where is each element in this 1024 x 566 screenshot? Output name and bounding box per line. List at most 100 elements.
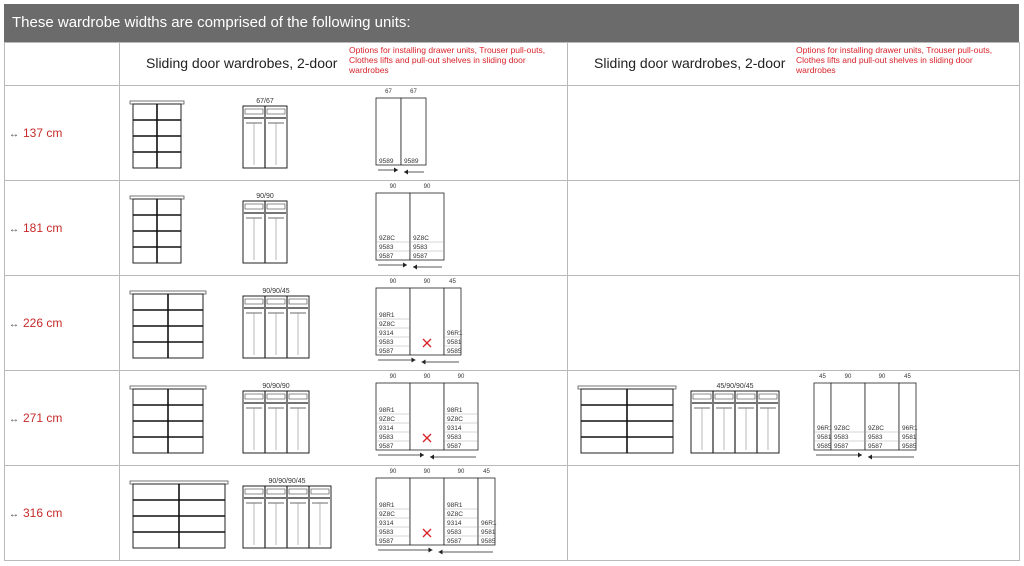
width-arrow-icon: ↔ (9, 319, 19, 330)
unit-box (409, 382, 445, 451)
unit-plan: 4596R195819585909Z8C95839587909Z8C958395… (813, 374, 918, 460)
unit-width-label: 90 (424, 469, 431, 475)
unit-code: 9Z8C (379, 511, 395, 518)
arrow-left-icon (868, 454, 872, 460)
unit-width-label: 45 (904, 374, 911, 380)
wardrobe-diagram (568, 276, 1019, 370)
unit-width-label: 90 (424, 184, 431, 190)
arrow-right-icon (403, 262, 407, 268)
left-column-title: Sliding door wardrobes, 2-door (146, 55, 338, 71)
unit-code: 9581 (447, 339, 462, 346)
width-arrow-icon: ↔ (9, 509, 19, 520)
unit-code: 9589 (379, 158, 394, 165)
unit-code: 9587 (868, 443, 883, 450)
width-arrow-icon: ↔ (9, 224, 19, 235)
arrow-left-icon (404, 169, 408, 175)
unit-width-label: 67 (410, 89, 417, 95)
wardrobe-diagram (568, 466, 1019, 560)
width-cell: ↔ 181 cm (4, 180, 120, 276)
width-cell: ↔316 cm (4, 465, 120, 561)
width-cell: ↔137 cm (4, 85, 120, 181)
unit-code: 9Z8C (379, 235, 395, 242)
wardrobe-front (129, 290, 207, 359)
unit-code: 9587 (379, 348, 394, 355)
unit-box (375, 192, 411, 261)
unit-code: 9314 (379, 520, 394, 527)
wardrobe-interior: 90/90 (242, 193, 288, 264)
unit-code: 9581 (817, 434, 832, 441)
arrow-left-icon (430, 454, 434, 460)
width-value: 181 cm (23, 221, 63, 235)
arrow-right-icon (420, 452, 424, 458)
unit-width-label: 90 (390, 469, 397, 475)
unit-box (443, 287, 462, 356)
unit-box (375, 287, 411, 356)
top-compartment (266, 203, 286, 210)
unit-width-label: 90 (879, 374, 886, 380)
top-compartment (266, 298, 286, 305)
unit-combination-label: 45/90/90/45 (717, 383, 754, 390)
unit-code: 9314 (379, 425, 394, 432)
unit-code: 9Z8C (834, 425, 850, 432)
unit-code: 9583 (834, 434, 849, 441)
unit-box (409, 287, 445, 356)
wardrobe-front (129, 385, 207, 454)
unit-code: 9587 (447, 538, 462, 545)
unit-code: 9Z8C (413, 235, 429, 242)
unit-width-label: 90 (390, 184, 397, 190)
unit-box (443, 477, 479, 546)
arrow-left-icon (413, 264, 417, 270)
top-compartment (244, 108, 264, 115)
arrow-right-icon (428, 547, 433, 553)
width-value: 137 cm (23, 126, 63, 140)
unit-code: 9314 (447, 520, 462, 527)
wardrobe-diagram (568, 86, 1019, 180)
unit-code: 9585 (902, 443, 917, 450)
unit-code: 9585 (481, 538, 496, 545)
wardrobe-widths-table: Sliding door wardrobes, 2-door Options f… (4, 42, 1020, 561)
unit-code: 9589 (404, 158, 419, 165)
unit-box (375, 382, 411, 451)
unit-box (375, 97, 402, 166)
wardrobe-front (577, 385, 677, 454)
config-cell-right: 45/90/90/45 45 96R1 9581 9585 90 9Z8C 9583 9587 9… (567, 370, 1020, 466)
arrow-right-icon (411, 357, 416, 363)
unit-code: 9583 (379, 529, 394, 536)
arrow-right-icon (858, 452, 862, 458)
header-empty-cell (4, 42, 120, 86)
unit-code: 96R1 (902, 425, 918, 432)
unit-code: 98R1 (379, 312, 395, 319)
unit-code: 9587 (379, 538, 394, 545)
top-compartment (692, 393, 712, 400)
unit-code: 9583 (379, 244, 394, 251)
top-compartment (244, 298, 264, 305)
unit-code: 9314 (447, 425, 462, 432)
header-left: Sliding door wardrobes, 2-door Options f… (119, 42, 568, 86)
top-compartment (288, 298, 308, 305)
unit-width-label: 90 (424, 279, 431, 285)
unit-code: 9581 (902, 434, 917, 441)
unit-code: 9587 (379, 253, 394, 260)
unit-code: 9Z8C (447, 416, 463, 423)
unit-code: 9Z8C (868, 425, 884, 432)
unit-code: 98R1 (379, 407, 395, 414)
unit-box (409, 192, 445, 261)
wardrobe-interior: 90/90/90/45 (242, 478, 332, 549)
top-compartment (736, 393, 756, 400)
not-available-cross-icon (422, 433, 432, 443)
unit-code: 9583 (447, 529, 462, 536)
unit-code: 9585 (447, 348, 462, 355)
top-compartment (244, 488, 264, 495)
unit-code: 9587 (447, 443, 462, 450)
unit-code: 9583 (413, 244, 428, 251)
